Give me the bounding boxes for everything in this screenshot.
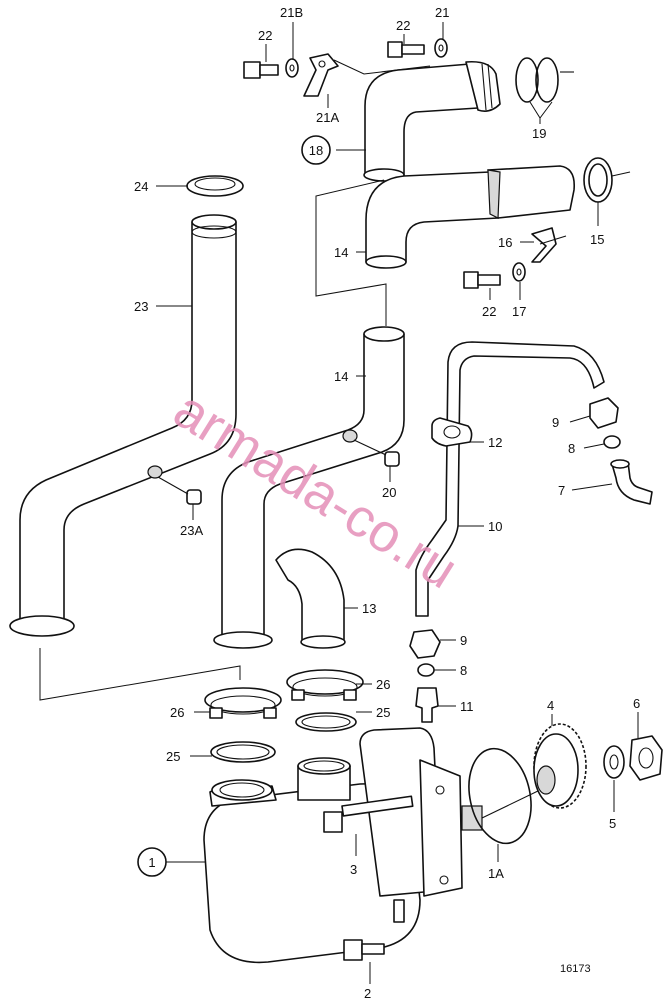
nut-9-upper	[589, 397, 619, 429]
label-19: 19	[532, 126, 546, 141]
plug-20	[342, 429, 400, 467]
label-22-top-left: 22	[258, 28, 272, 43]
label-21A: 21A	[316, 110, 339, 125]
o-rings-19	[515, 57, 574, 103]
label-6: 6	[633, 696, 640, 711]
label-26-right: 26	[376, 677, 390, 692]
bracket-16	[531, 227, 567, 263]
label-8-upper: 8	[568, 441, 575, 456]
label-7: 7	[558, 483, 565, 498]
clip-12	[431, 417, 473, 447]
washer-5	[603, 745, 625, 779]
label-3: 3	[350, 862, 357, 877]
label-16: 16	[498, 235, 512, 250]
elbow-hose-18	[363, 60, 501, 182]
label-17: 17	[512, 304, 526, 319]
hose-14-upper	[365, 165, 576, 269]
label-21B: 21B	[280, 5, 303, 20]
bolt-22-top-left	[243, 61, 279, 79]
o-ring-1A	[468, 747, 532, 845]
washer-17	[512, 262, 526, 282]
gear-4	[533, 723, 587, 809]
ferrule-8-lower	[417, 663, 435, 677]
label-9-upper: 9	[552, 415, 559, 430]
label-23: 23	[134, 299, 148, 314]
label-9-lower: 9	[460, 633, 467, 648]
clamp-26-right	[286, 669, 364, 701]
label-2: 2	[364, 986, 371, 1000]
label-22-top-right: 22	[396, 18, 410, 33]
adapter-11	[415, 687, 439, 723]
label-11: 11	[460, 699, 474, 714]
o-ring-25-right	[295, 712, 357, 732]
label-25-right: 25	[376, 705, 390, 720]
washer-21	[434, 38, 448, 58]
callout-circle-18	[301, 135, 331, 165]
bolt-22-top-right	[387, 41, 425, 58]
clamp-26-left	[204, 687, 282, 719]
nut-9-lower	[409, 629, 441, 659]
seal-ring-24	[186, 175, 244, 197]
hose-14-lower	[213, 326, 405, 649]
label-5: 5	[609, 816, 616, 831]
label-20: 20	[382, 485, 396, 500]
label-24: 24	[134, 179, 148, 194]
label-12: 12	[488, 435, 502, 450]
label-10: 10	[488, 519, 502, 534]
bolt-22-middle	[463, 271, 501, 289]
label-25-left: 25	[166, 749, 180, 764]
label-22-middle: 22	[482, 304, 496, 319]
group-line-14	[315, 179, 387, 326]
seal-ring-15	[583, 157, 631, 203]
label-1A: 1A	[488, 866, 504, 881]
washer-21B	[285, 58, 299, 78]
label-23A: 23A	[180, 523, 203, 538]
elbow-13	[275, 548, 346, 649]
group-line-pipes	[39, 648, 241, 701]
callout-circle-1	[137, 847, 167, 877]
label-8-lower: 8	[460, 663, 467, 678]
label-4: 4	[547, 698, 554, 713]
label-21: 21	[435, 5, 449, 20]
bolt-3	[323, 795, 414, 833]
part-labels: 21B 22 22 21 21A 19 18 24 23 14 14 15 16…	[134, 5, 640, 1000]
leader-lines	[156, 22, 639, 984]
elbow-fitting-7	[610, 459, 653, 505]
label-14-lower: 14	[334, 369, 348, 384]
pump-housing-1	[203, 727, 541, 964]
pipe-23	[9, 214, 237, 637]
drawing-number: 16173	[560, 963, 591, 975]
ferrule-8-upper	[603, 435, 621, 449]
bolt-2	[343, 899, 405, 961]
bracket-21A	[303, 53, 339, 97]
label-1: 1	[148, 855, 155, 870]
label-14-upper: 14	[334, 245, 348, 260]
plug-23A	[147, 465, 202, 505]
label-15: 15	[590, 232, 604, 247]
tube-10	[415, 341, 605, 617]
label-26-left: 26	[170, 705, 184, 720]
label-18: 18	[309, 143, 323, 158]
label-13: 13	[362, 601, 376, 616]
o-ring-25-left	[210, 741, 276, 763]
nut-6	[629, 735, 663, 781]
